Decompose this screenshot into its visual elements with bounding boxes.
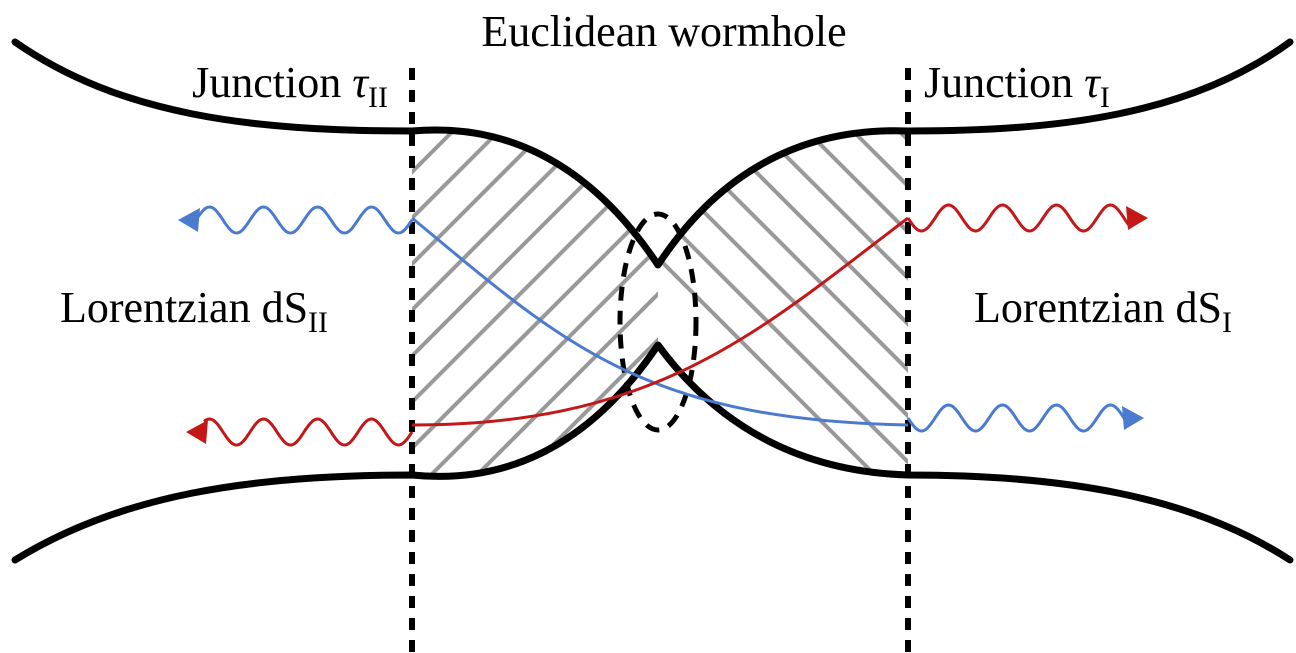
hatch-line xyxy=(774,130,908,475)
blue-wave-left xyxy=(194,205,414,235)
hatch-line xyxy=(412,129,486,477)
region-left-label: Lorentzian dSII xyxy=(60,283,328,339)
upper-outer-boundary xyxy=(11,38,1294,269)
junction-right-label: Junction τI xyxy=(924,58,1110,114)
lower-outer-boundary xyxy=(11,341,1294,564)
hatch-line xyxy=(728,130,908,475)
throat-dashed-ellipse xyxy=(617,211,699,433)
red-arrowhead-right xyxy=(1126,206,1148,230)
hatch-line xyxy=(412,129,658,477)
hatch-line xyxy=(820,130,908,475)
junction-left-label: Junction τII xyxy=(192,58,388,114)
hatch-line xyxy=(412,129,532,477)
hatch-line xyxy=(496,129,658,477)
red-trajectory xyxy=(411,216,909,427)
hatch-line xyxy=(658,130,908,475)
hatch-line xyxy=(412,129,658,477)
hatch-line xyxy=(412,129,624,477)
hatch-line xyxy=(658,130,902,475)
region-right-label: Lorentzian dSI xyxy=(974,283,1232,339)
blue-wave-right xyxy=(906,403,1128,433)
red-wave-right xyxy=(906,203,1132,233)
red-wave-left xyxy=(203,417,414,447)
hatch-line xyxy=(450,129,658,477)
blue-arrowhead-right xyxy=(1122,406,1144,430)
blue-trajectory xyxy=(411,216,909,427)
hatch-line xyxy=(412,129,578,477)
blue-arrowhead-left xyxy=(178,208,200,232)
red-arrowhead-left xyxy=(186,420,208,444)
diagram-title: Euclidean wormhole xyxy=(481,7,846,56)
